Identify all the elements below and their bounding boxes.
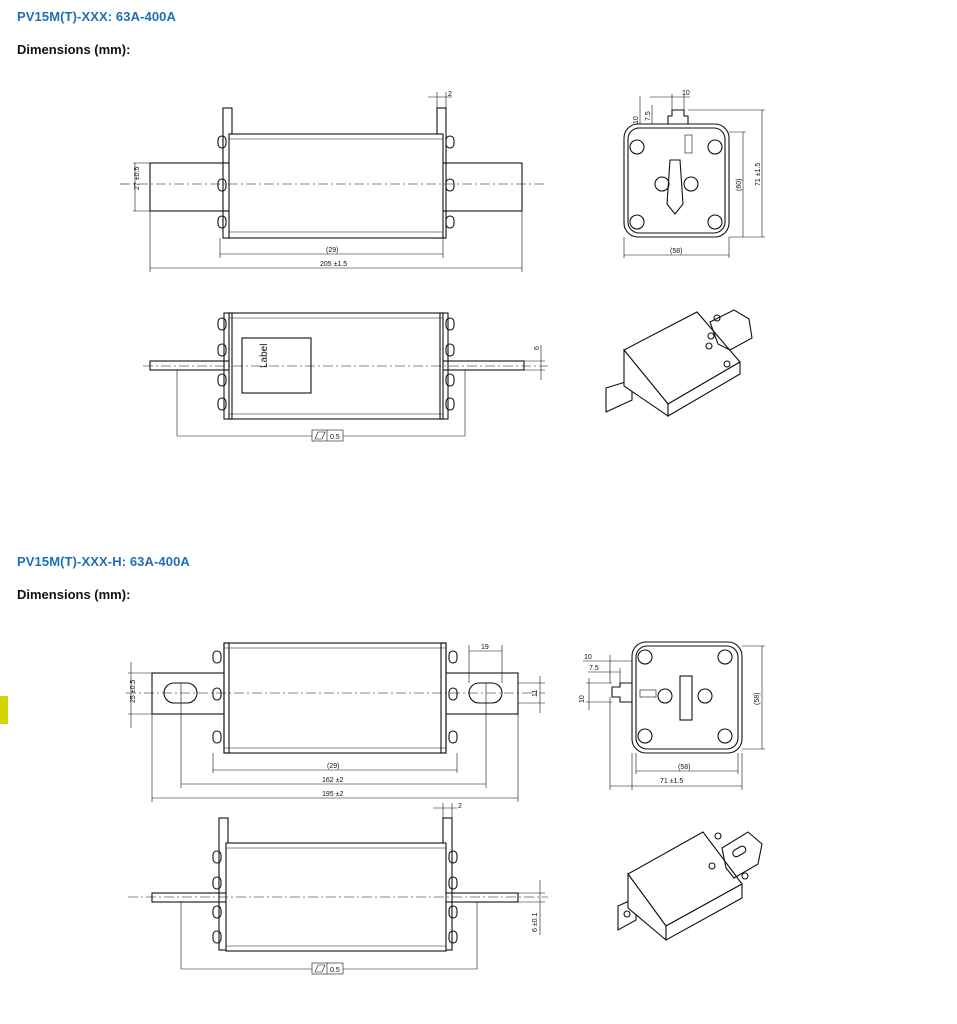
s2-mid-dim: 162 ±2 xyxy=(322,777,343,784)
s1-flatness-value: 0.5 xyxy=(330,434,340,441)
s2-flatness-value: 0.5 xyxy=(330,967,340,974)
s2-end-dim-10b: 10 xyxy=(579,695,586,703)
s1-front-view xyxy=(120,92,545,272)
s2-overall-dim: 195 ±2 xyxy=(322,791,343,798)
s1-end-view xyxy=(623,94,765,258)
s2-end-dim-58: (58) xyxy=(678,764,690,771)
section-1-subtitle: Dimensions (mm): xyxy=(17,42,131,57)
s2-slot-dim: 19 xyxy=(481,644,489,651)
s2-isometric-view xyxy=(617,831,763,942)
section-2-title: PV15M(T)-XXX-H: 63A-400A xyxy=(17,554,190,569)
s2-body-dim: (29) xyxy=(327,763,339,770)
s1-end-dim-71: 71 ±1.5 xyxy=(755,163,762,186)
s2-end-dim-7-5: 7.5 xyxy=(589,665,599,672)
s1-overall-dim: 205 ±1.5 xyxy=(320,261,347,268)
s2-end-dim-71: 71 ±1.5 xyxy=(660,778,683,785)
s1-side-view xyxy=(143,312,548,442)
s2-slot-h-dim: 11 xyxy=(532,690,539,697)
s2-end-view xyxy=(583,641,765,790)
s2-end-dim-10: 10 xyxy=(584,654,592,661)
s1-end-dim-top-10: 10 xyxy=(682,90,690,97)
s2-front-view xyxy=(126,642,545,802)
s1-end-dim-7-5: 7.5 xyxy=(645,111,652,121)
s1-tab-dim: 2 xyxy=(448,91,452,98)
s2-end-dim-58b: (58) xyxy=(754,693,761,705)
section-2-subtitle: Dimensions (mm): xyxy=(17,587,131,602)
s1-end-dim-60: (60) xyxy=(736,179,743,191)
s2-tab-dim: 2 xyxy=(458,803,462,810)
s1-label-text: Label xyxy=(259,344,270,368)
s2-thickness-dim: 6 ±0.1 xyxy=(532,912,539,932)
s1-height-dim: 27 ±0.5 xyxy=(134,167,141,190)
section-1-title: PV15M(T)-XXX: 63A-400A xyxy=(17,9,176,24)
s1-isometric-view xyxy=(605,309,753,418)
s2-side-view xyxy=(128,803,548,975)
side-page-tab xyxy=(0,696,8,724)
s1-body-dim: (29) xyxy=(326,247,338,254)
s2-height-dim: 25 ±0.5 xyxy=(130,680,137,703)
s1-end-dim-10: 10 xyxy=(633,116,640,124)
s1-end-dim-58: (58) xyxy=(670,248,682,255)
s1-thickness-dim: 6 xyxy=(534,346,541,350)
